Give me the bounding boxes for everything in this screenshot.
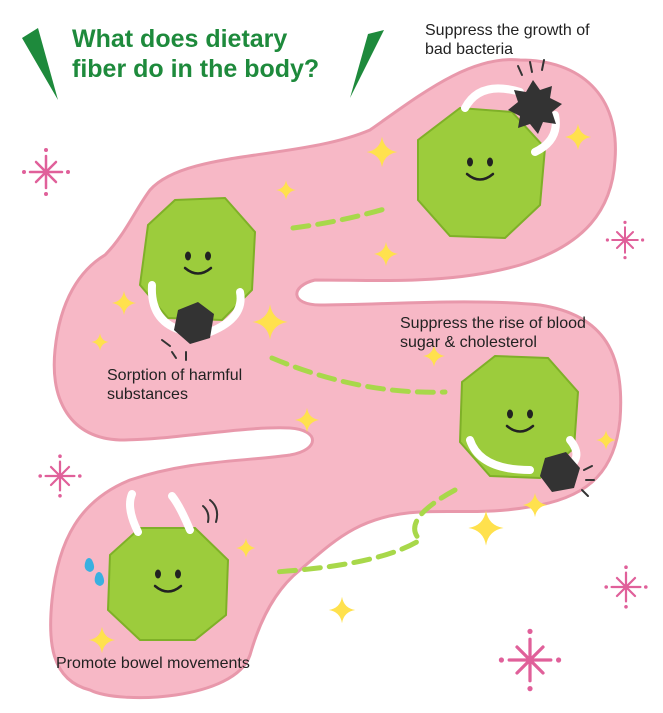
label-line: Promote bowel movements (56, 654, 356, 673)
label-line: sugar & cholesterol (400, 333, 660, 352)
page-title: What does dietary fiber do in the body? (72, 24, 362, 84)
label-suppress-blood-sugar: Suppress the rise of blood sugar & chole… (400, 314, 660, 352)
label-line: substances (107, 385, 307, 404)
label-line: Suppress the rise of blood (400, 314, 660, 333)
label-line: Sorption of harmful (107, 366, 307, 385)
label-sorption-harmful-substances: Sorption of harmful substances (107, 366, 307, 404)
label-promote-bowel-movements: Promote bowel movements (56, 654, 356, 673)
label-suppress-bad-bacteria: Suppress the growth of bad bacteria (425, 21, 655, 59)
title-line-2: fiber do in the body? (72, 54, 362, 84)
title-line-1: What does dietary (72, 24, 362, 54)
label-line: Suppress the growth of (425, 21, 655, 40)
label-line: bad bacteria (425, 40, 655, 59)
title-accent-left (22, 28, 58, 100)
